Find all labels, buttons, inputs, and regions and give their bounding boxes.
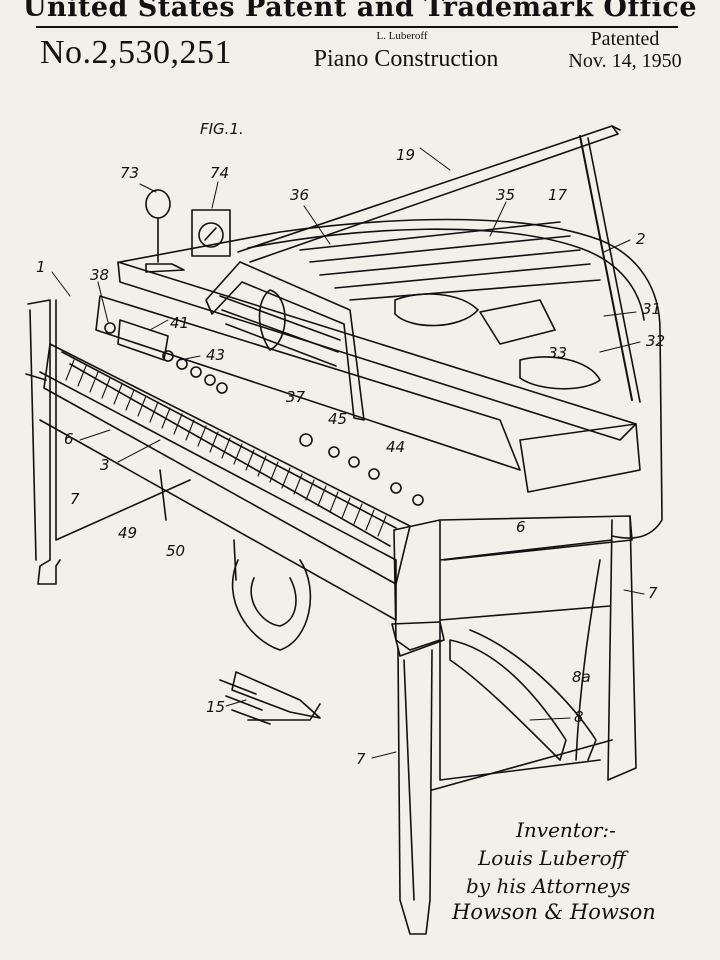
figure-label: FIG.1. [200,120,244,138]
ref-2: 2 [636,230,646,248]
patent-title: Piano Construction [313,46,499,72]
ref-8a: 8a [572,668,591,686]
ref-41: 41 [170,314,189,332]
ref-37: 37 [286,388,306,406]
ref-6-left: 6 [64,430,74,448]
ref-6-right: 6 [516,518,526,536]
patent-number: No.2,530,251 [40,34,233,71]
keyboard [43,343,411,585]
piano-lid [237,125,641,403]
ref-49: 49 [118,524,137,542]
ref-31: 31 [642,300,661,318]
ref-73: 73 [120,164,139,182]
pedal-lyre [159,469,321,725]
ref-38: 38 [90,266,109,284]
patent-date: Nov. 14, 1950 [568,50,682,72]
inventor-name-small: L. Luberoff [376,30,428,42]
ref-7-left: 7 [70,490,80,508]
ref-74: 74 [210,164,229,182]
ref-36: 36 [290,186,309,204]
ref-44: 44 [386,438,405,456]
ref-19: 19 [396,146,415,164]
right-side-panel [431,515,637,791]
signature-inventor-label: Inventor:- [516,818,616,842]
reference-numbers: 1 2 3 6 6 7 7 7 8 8a 15 17 19 31 32 33 3… [36,146,665,768]
ref-15: 15 [206,698,225,716]
ref-17: 17 [548,186,568,204]
piano-case-top [119,218,663,539]
signature-inventor-name: Louis Luberoff [478,846,626,870]
leader-lines [51,147,645,759]
signature-attorneys-name: Howson & Howson [452,900,656,924]
signature-attorneys-label: by his Attorneys [466,874,631,898]
front-apron-and-leg [39,371,445,935]
ref-7-front: 7 [356,750,366,768]
ref-45: 45 [328,410,347,428]
piano-front-panel [95,261,641,506]
music-rack [205,261,365,421]
office-heading: United States Patent and Trademark Offic… [22,0,698,23]
patented-label: Patented [590,28,660,50]
ref-35: 35 [496,186,515,204]
ref-33: 33 [548,344,567,362]
ref-3: 3 [100,456,110,474]
microphone-and-meter [145,189,231,273]
ref-43: 43 [206,346,225,364]
ref-50: 50 [166,542,185,560]
ref-1: 1 [36,258,46,276]
ref-8: 8 [574,708,584,726]
ref-32: 32 [646,332,665,350]
ref-7-right: 7 [648,584,658,602]
heading-rule [36,26,678,28]
